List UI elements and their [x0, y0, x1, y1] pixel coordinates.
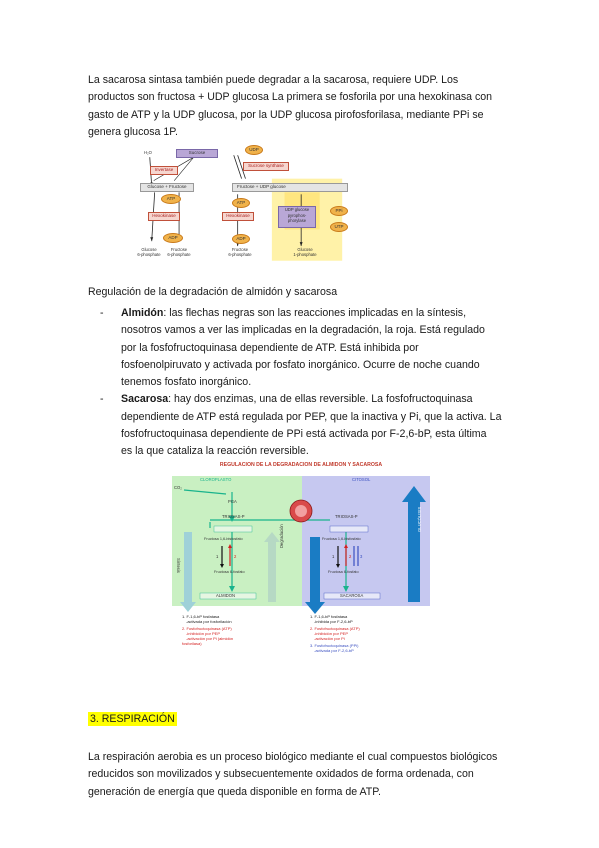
- reaction-2-right: 2: [349, 554, 352, 559]
- reaction-1-right: 1: [332, 554, 335, 559]
- co2-label: CO₂: [174, 485, 182, 490]
- atp-oval: ATP: [161, 194, 181, 204]
- list-dash: -: [100, 307, 104, 319]
- pga-label: PGA: [228, 499, 237, 504]
- glucose-6-phosphate-label: Glucose 6-phosphate: [137, 247, 161, 257]
- atp-oval-right: ATP: [232, 198, 250, 208]
- fructose-udp-glucose-box: Fructose + UDP glucose: [232, 183, 348, 192]
- triosas-left-label: TRIOSAS-P: [222, 514, 245, 519]
- text-line: por la fosfofructoquinasa dependiente de…: [121, 341, 419, 354]
- glucolisis-label: GLUCÓLISIS: [417, 506, 422, 532]
- text-line: : hay dos enzimas, una de ellas reversib…: [168, 393, 473, 406]
- legend-left: 1. F-1,6-bP fosfatasa -activada por fosf…: [182, 614, 233, 646]
- text-line: reducidos son movilizados y subsecuentem…: [88, 768, 474, 781]
- legend-line: 3. Fosfofructoquinasa (PPi): [310, 643, 359, 648]
- paragraph-respiration: La respiración aerobia es un proceso bio…: [88, 749, 528, 801]
- regulation-diagram-graphic: [172, 476, 430, 614]
- legend-line: 1. F-1,6-bP fosfatasa: [182, 614, 220, 619]
- fructose-6-phosphate-label: Fructose 6-phosphate: [167, 247, 191, 257]
- almidon-label: ALMIDON: [216, 593, 236, 598]
- text-line: nosotros vamos a ver las implicadas en l…: [121, 324, 485, 337]
- legend-line: 2. Fosfofructoquinasa (ATP): [310, 626, 360, 631]
- regulation-list: - Almidón: las flechas negras son las re…: [100, 305, 530, 461]
- list-dash: -: [100, 393, 104, 406]
- adp-oval-right: ADP: [232, 234, 250, 244]
- adp-oval: ADP: [163, 233, 183, 243]
- f16-left-label: Fructosa 1,6-bisfosfato: [204, 537, 243, 541]
- reaction-2-left: 2: [234, 554, 237, 559]
- regulation-diagram: REGULACION DE LA DEGRADACION DE ALMIDON …: [170, 462, 432, 672]
- text-line: generación de energía que queda disponib…: [88, 785, 381, 798]
- hexokinase-box: Hexokinase: [148, 212, 180, 221]
- sintesis-label: Síntesis: [176, 558, 181, 573]
- glucose-1-phosphate-label: Glucose 1-phosphate: [293, 247, 317, 257]
- paragraph-sucrose-synthase: La sacarosa sintasa también puede degrad…: [88, 72, 528, 141]
- legend-line: -activada por F-2,6-bP: [314, 648, 354, 653]
- text-line: gasto de ATP y la UDP glucosa, por la UD…: [88, 108, 484, 121]
- cytosol-label: CITOSOL: [352, 477, 371, 482]
- list-term: Sacarosa: [121, 393, 169, 406]
- h2o-label: H₂O: [144, 150, 152, 155]
- reaction-3-right: 3: [360, 554, 363, 559]
- legend-line: -activación por Pi (almidón: [186, 636, 234, 641]
- legend-line: fosforilasa): [182, 641, 202, 646]
- legend-line: 1. F-1,6-bP fosfatasa: [310, 614, 348, 619]
- f16-right-label: Fructosa 1,6-bisfosfato: [322, 537, 361, 541]
- text-line: fosfoenolpiruvato y activada por fosfato…: [121, 358, 480, 371]
- sacarosa-label: SACAROSA: [340, 593, 364, 598]
- subheading-regulation: Regulación de la degradación de almidón …: [88, 286, 338, 298]
- legend-line: 2. Fosfofructoquinasa (ATP): [182, 626, 232, 631]
- list-term: Almidón: [121, 307, 164, 319]
- f6-left-label: Fructosa 6-fosfato: [214, 570, 245, 574]
- degradacion-label: Degradación: [279, 524, 284, 548]
- hexokinase-box-right: Hexokinase: [222, 212, 254, 221]
- chloroplast-label: CLOROPLASTO: [200, 477, 232, 482]
- text-line: es la que cataliza la reacción reversibl…: [121, 445, 309, 458]
- diagram-title: REGULACION DE LA DEGRADACION DE ALMIDON …: [219, 462, 383, 468]
- legend-line: -activada por fosforilación: [186, 619, 232, 624]
- text-line: La respiración aerobia es un proceso bio…: [88, 751, 498, 763]
- f6-right-label: Fructosa 6-fosfato: [328, 570, 359, 574]
- invertase-box: Invertase: [150, 166, 178, 175]
- text-line: productos son fructosa + UDP glucosa La …: [88, 91, 493, 104]
- list-item: - Sacarosa: hay dos enzimas, una de ella…: [100, 391, 530, 460]
- section-heading: 3. RESPIRACIÓN: [88, 712, 177, 726]
- legend-line: -inhibición por PEP: [314, 631, 349, 636]
- ppi-oval: PPi: [330, 206, 348, 216]
- text-line: genera glucosa 1P.: [88, 125, 178, 138]
- udp-glucose-pyrophosphorylase-box: UDP glucose pyrophos- phorylase: [278, 206, 316, 228]
- text-line: dependiente de ATP está regulada por PEP…: [121, 410, 502, 423]
- sucrose-box: Sucrose: [176, 149, 218, 158]
- utp-oval: UTP: [330, 222, 348, 232]
- reaction-1-left: 1: [216, 554, 219, 559]
- fructose-6-phosphate-label-right: Fructose 6-phosphate: [228, 247, 252, 257]
- glucose-fructose-box: Glucose + Fructose: [140, 183, 194, 192]
- text-line: fosfofructoquinasa dependiente de PPi es…: [121, 428, 487, 441]
- text-line: tenemos fosfato inorgánico.: [121, 376, 252, 389]
- legend-line: -inhibición por PEP: [186, 631, 221, 636]
- udp-oval: UDP: [245, 145, 263, 155]
- triosas-right-label: TRIOSAS-P: [335, 514, 358, 519]
- text-line: La sacarosa sintasa también puede degrad…: [88, 74, 459, 86]
- legend-line: -activación por Pi: [314, 636, 345, 641]
- list-item: - Almidón: las flechas negras son las re…: [100, 305, 530, 391]
- legend-line: -inhibida por F-2,6-bP: [314, 619, 353, 624]
- text-line: : las flechas negras son las reacciones …: [163, 307, 467, 319]
- legend-right: 1. F-1,6-bP fosfatasa -inhibida por F-2,…: [310, 614, 360, 653]
- sucrose-synthase-box: Sucrose synthase: [243, 162, 289, 171]
